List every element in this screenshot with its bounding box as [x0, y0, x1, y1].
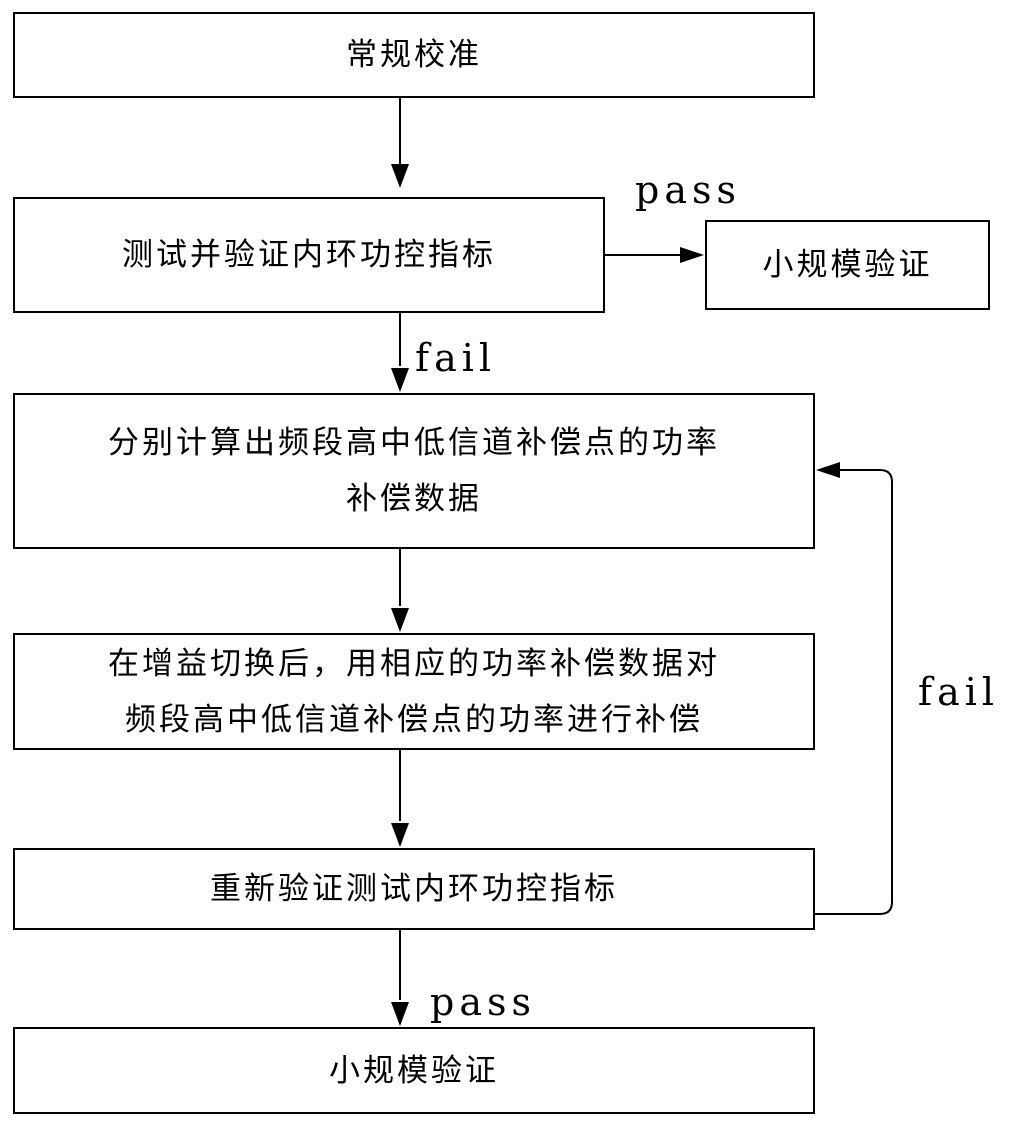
- apply-compensation-line2: 频段高中低信道补偿点的功率进行补偿: [125, 701, 703, 738]
- test-verify-box: 测试并验证内环功控指标: [13, 197, 605, 313]
- apply-compensation-line1: 在增益切换后，用相应的功率补偿数据对: [108, 645, 720, 682]
- arrowhead-fail-loop: [816, 462, 840, 478]
- arrowhead-test-to-small-scale: [680, 247, 704, 263]
- compute-compensation-line2: 补偿数据: [346, 481, 482, 517]
- fail-label-top: fail: [415, 336, 497, 380]
- compute-compensation-box: 分别计算出频段高中低信道补偿点的功率 补偿数据: [13, 393, 815, 549]
- small-scale-verification-bottom-box: 小规模验证: [13, 1027, 815, 1114]
- small-scale-verification-bottom-text: 小规模验证: [329, 1052, 499, 1089]
- arrow-fail-loop: [815, 469, 893, 915]
- reverify-box: 重新验证测试内环功控指标: [13, 848, 815, 930]
- apply-compensation-box: 在增益切换后，用相应的功率补偿数据对 频段高中低信道补偿点的功率进行补偿: [13, 633, 815, 750]
- small-scale-verification-top-text: 小规模验证: [762, 247, 933, 283]
- arrowhead-calibration-to-test: [391, 164, 409, 188]
- test-verify-text: 测试并验证内环功控指标: [122, 237, 496, 273]
- small-scale-verification-top-box: 小规模验证: [705, 220, 990, 310]
- reverify-text: 重新验证测试内环功控指标: [210, 871, 618, 907]
- arrowhead-compute-to-compensate: [391, 608, 409, 632]
- arrowhead-test-to-compute: [391, 368, 409, 392]
- pass-label-top: pass: [635, 168, 741, 212]
- routine-calibration-text: 常规校准: [346, 37, 482, 73]
- arrowhead-reverify-to-small-scale: [391, 1002, 409, 1026]
- pass-label-bottom: pass: [430, 980, 536, 1024]
- compute-compensation-line1: 分别计算出频段高中低信道补偿点的功率: [108, 425, 720, 461]
- fail-label-loop: fail: [918, 670, 1000, 714]
- routine-calibration-box: 常规校准: [13, 12, 815, 98]
- arrowhead-compensate-to-reverify: [391, 823, 409, 847]
